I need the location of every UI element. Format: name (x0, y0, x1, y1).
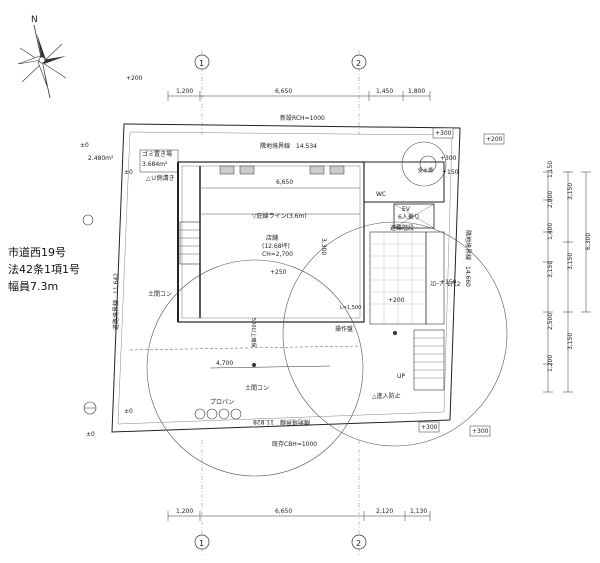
level-markers: ±0 ±0 ±0 ±0 +300 +200 +300 +150 +250 +30… (80, 75, 505, 438)
dim-top-0: 1,200 (176, 88, 193, 95)
stair-up: UP (397, 373, 405, 380)
propane-label: プロパン (210, 399, 234, 406)
dim-bottom-0: 1,200 (176, 508, 193, 515)
site-area-value: 2.480m² (88, 155, 114, 162)
dim-4700: 4,700 (216, 360, 233, 367)
dim-right-middle-1: 3,150 (567, 253, 574, 270)
dirt-floor-label-2: 土間コン (245, 384, 269, 392)
dim-right-inner-5: 1,200 (547, 355, 554, 372)
setback-line: ▽庇線ライン(3.6m) (252, 212, 307, 220)
stair-lower: UP △進入防止 (372, 329, 445, 400)
dim-top-1: 6,650 (275, 88, 292, 95)
road-width: 幅員7.3m (8, 280, 59, 293)
op-panel: 操作盤 (335, 325, 353, 333)
axis-top-2: 2 (356, 59, 361, 68)
level-11: +200 (388, 297, 405, 304)
dim-l1500: L=1,500 (340, 305, 361, 311)
entrance-steps (179, 221, 201, 265)
level-4: +300 (435, 130, 452, 137)
gutter-label: △Ｕ側溝き (146, 174, 175, 182)
grid-axis-top: 1 2 (194, 50, 367, 135)
neighbor-boundary-n: 隣地境界線 14.534 (260, 142, 317, 150)
building-outline: 6,650 ▽庇線ライン(3.6m) (177, 161, 365, 323)
level-13: +200 (126, 75, 143, 82)
south-boundary: 既存CBH=1000 (272, 440, 317, 448)
dimension-right: 1,150 2,000 1,400 3,150 2,500 1,200 3,15… (543, 161, 592, 393)
dim-bottom-3: 1,130 (410, 508, 427, 515)
garbage-area-value: 3.684m² (142, 161, 168, 168)
dim-right-inner-2: 1,400 (547, 223, 554, 240)
axis-top-1: 1 (199, 59, 204, 68)
level-12: +150 (440, 279, 457, 286)
level-5: +200 (486, 136, 503, 143)
dim-shop-width: 6,650 (276, 179, 293, 186)
dim-top-2: 1,450 (376, 88, 393, 95)
dim-right-inner-4: 2,500 (547, 313, 554, 330)
compass-north-label: N (31, 15, 38, 25)
site-outline: 新設RCH=1000 隣地境界線 14.534 既存CBH=1000 隣地境界線… (111, 114, 472, 448)
level-10: +300 (472, 428, 489, 435)
north-boundary: 新設RCH=1000 (280, 114, 325, 122)
level-9: +300 (421, 424, 438, 431)
compass-rose-icon: N (17, 15, 67, 99)
dimension-top: 1,200 6,650 1,450 1,800 (167, 88, 431, 101)
stair-label: 避難階段 (390, 224, 414, 232)
dim-right-middle-0: 3,150 (567, 183, 574, 200)
level-3: ±0 (86, 431, 95, 438)
dim-top-3: 1,800 (408, 88, 425, 95)
shop-name: 店舗 (266, 234, 278, 242)
dim-bottom-1: 6,650 (275, 508, 292, 515)
shop-area: (12.68坪) (262, 242, 290, 250)
water-tank-label: 受水槽 (418, 167, 433, 174)
grid-axis-bottom: 1 2 (194, 440, 367, 555)
dim-bottom-2: 2,120 (376, 508, 393, 515)
clearance-500: 500以上確保 (250, 318, 257, 348)
ev-label: EV (402, 206, 411, 213)
level-1: ±0 (124, 169, 133, 176)
dim-right-inner-1: 2,000 (547, 191, 554, 208)
turning-circles (146, 141, 508, 477)
left-symbols (82, 214, 97, 415)
dim-right-middle-2: 3,150 (567, 333, 574, 350)
axis-bottom-1: 1 (199, 539, 204, 548)
propane-tanks (194, 408, 242, 420)
garbage-area: ゴミ置き場 3.684m² 2.480m² △Ｕ側溝き (88, 149, 179, 182)
road-law: 法42条1項1号 (8, 263, 80, 276)
axis-bottom-2: 2 (356, 539, 361, 548)
level-6: +300 (440, 155, 457, 162)
road-boundary: 道路境界線 11.642 (112, 273, 120, 330)
dim-3300: 3,300 (320, 238, 327, 255)
level-7: +150 (442, 169, 459, 176)
road-info: 市道西19号 法42条1項1号 幅員7.3m (8, 244, 80, 295)
road-name: 市道西19号 (8, 246, 66, 259)
dim-right-inner-0: 1,150 (547, 161, 554, 178)
garbage-label: ゴミ置き場 (142, 150, 172, 158)
level-0: ±0 (80, 142, 89, 149)
dirt-floor-label: 土間コン (148, 290, 172, 298)
dimension-bottom: 1,200 6,650 2,120 1,130 (167, 508, 431, 521)
level-8: +250 (270, 269, 287, 276)
entrance-prevention: △進入防止 (372, 392, 401, 400)
neighbor-boundary-s: 隣地境界線 11.828 (253, 418, 310, 426)
ev-capacity: 6人乗り (398, 214, 420, 221)
wc-label: WC (376, 191, 386, 198)
water-tank: 受水槽 (418, 155, 437, 174)
parking-area: 4,700 土間コン 土間コン 500以上確保 3,300 プロパン (129, 238, 361, 420)
service-core: EV 6人乗り 避難階段 WC ｽﾛｰﾌﾟ 1/12 操作盤 L=1,500 (335, 161, 461, 333)
shop-label: 店舗 (12.68坪) CH=2,700 (262, 234, 293, 258)
level-2: ±0 (124, 408, 133, 415)
dim-right-inner-3: 3,150 (547, 261, 554, 278)
dim-right-outer-0: 6,300 (585, 233, 592, 250)
shop-ch: CH=2,700 (262, 251, 293, 258)
ramp-label: ｽﾛｰﾌﾟ 1/12 (430, 281, 461, 288)
east-boundary: 隣地境界線 14.660 (464, 230, 472, 287)
